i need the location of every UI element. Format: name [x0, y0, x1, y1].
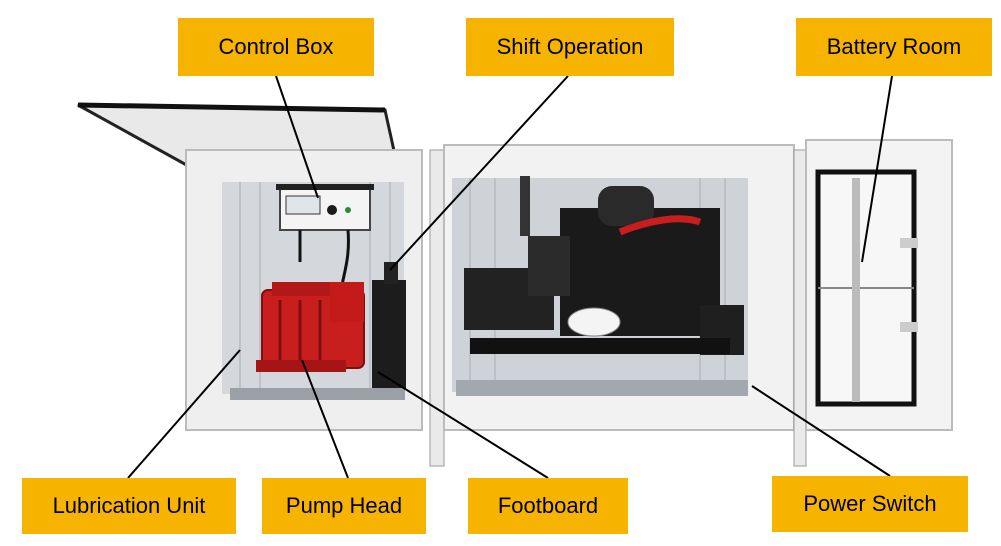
label-shift-operation: Shift Operation	[466, 18, 674, 76]
label-power-switch: Power Switch	[772, 476, 968, 532]
label-pump-head: Pump Head	[262, 478, 426, 534]
air-tank	[567, 307, 621, 337]
label-footboard: Footboard	[468, 478, 628, 534]
leader-lines	[127, 75, 893, 479]
label-lubrication-unit: Lubrication Unit	[22, 478, 236, 534]
label-battery-room: Battery Room	[796, 18, 992, 76]
lubrication-unit-tank	[372, 280, 406, 390]
label-control-box: Control Box	[178, 18, 374, 76]
